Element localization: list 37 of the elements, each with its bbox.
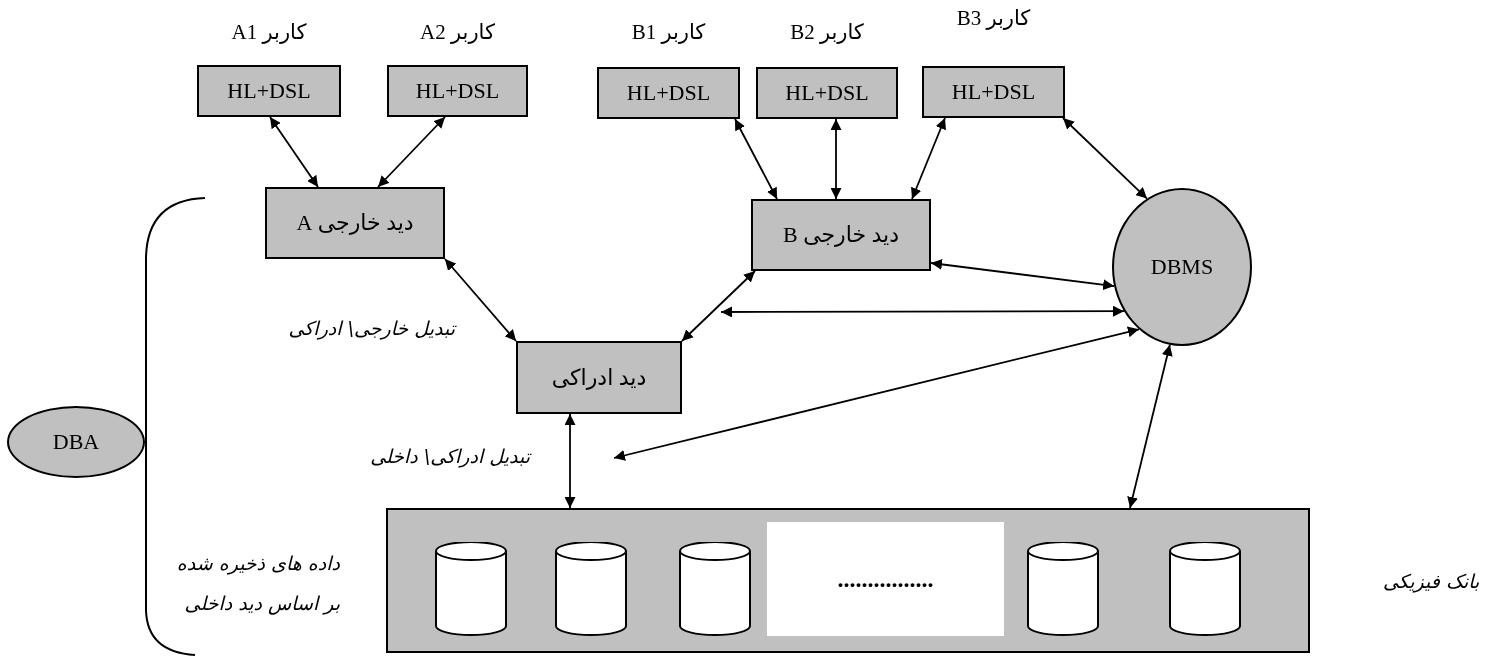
language-box: HL+DSL — [922, 66, 1065, 118]
arrow — [377, 116, 446, 188]
arrow — [1062, 117, 1148, 200]
user-label: کاربر B2 — [789, 20, 865, 45]
note-text: تبدیل ادراکی\ داخلی — [369, 444, 530, 470]
language-box: HL+DSL — [197, 65, 341, 117]
arrow — [564, 413, 576, 509]
arrow — [734, 118, 778, 200]
arrow — [269, 116, 319, 188]
language-box: HL+DSL — [387, 65, 528, 117]
arrow — [830, 118, 842, 200]
external-view-box: دید خارجی B — [751, 199, 931, 271]
arrow — [1127, 343, 1173, 509]
conceptual-view-box: دید ادراکی — [516, 341, 682, 414]
note-text: داده های ذخیره شده بر اساس دید داخلی — [175, 551, 340, 617]
user-label: کاربر A2 — [419, 20, 496, 45]
arrow — [613, 326, 1140, 461]
note-text: تبدیل خارجی\ ادراکی — [287, 316, 455, 342]
language-box: HL+DSL — [597, 67, 740, 119]
arrow — [681, 270, 756, 342]
database-cylinder — [679, 542, 751, 636]
user-label: کاربر A1 — [230, 20, 308, 45]
panel-caption: بانک فیزیکی — [1383, 570, 1480, 592]
external-view-box: دید خارجی A — [265, 187, 445, 259]
dbms-ellipse: DBMS — [1112, 188, 1252, 346]
storage-panel — [386, 508, 1310, 653]
arrow — [911, 117, 946, 200]
database-cylinder — [1027, 542, 1099, 636]
dba-ellipse: DBA — [7, 406, 145, 478]
user-label: کاربر B3 — [955, 6, 1032, 31]
database-cylinder — [1169, 542, 1241, 636]
user-label: کاربر B1 — [630, 20, 707, 45]
ellipsis-box: ................ — [767, 522, 1004, 636]
arrow — [444, 258, 517, 342]
language-box: HL+DSL — [756, 67, 898, 119]
database-cylinder — [555, 542, 627, 636]
database-cylinder — [435, 542, 507, 636]
